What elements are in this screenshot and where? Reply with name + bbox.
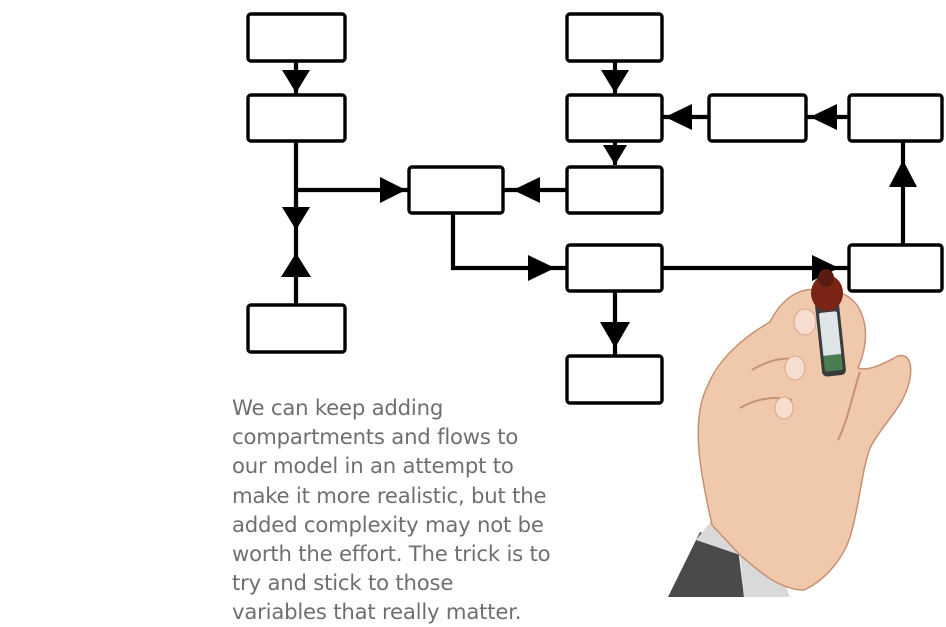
arrow-down-5 — [600, 322, 630, 348]
box-mid-center — [565, 165, 664, 215]
box-right-upper — [847, 93, 944, 143]
thumb-crease — [837, 371, 861, 441]
fingernail-3 — [774, 396, 794, 420]
flowchart-diagram — [246, 12, 944, 597]
arrow-left-1 — [665, 104, 692, 130]
marker-grip — [823, 354, 843, 372]
arrow-right-1 — [380, 177, 406, 203]
arrow-down-2 — [282, 207, 310, 230]
box-mid-top — [565, 12, 664, 63]
box-left-top — [246, 12, 347, 63]
arrow-up-1 — [281, 253, 311, 277]
marker-tip — [818, 269, 834, 287]
hand-with-marker — [668, 269, 912, 597]
caption-text: We can keep adding compartments and flow… — [232, 395, 551, 625]
marker-label — [819, 311, 842, 357]
arrow-left-3 — [513, 177, 540, 203]
arrow-down-4 — [603, 145, 627, 165]
box-center — [407, 165, 505, 215]
arrow-left-2 — [810, 104, 837, 130]
fingernail-1 — [793, 308, 817, 336]
box-mid-upper — [565, 93, 664, 143]
box-right-lower — [847, 243, 944, 293]
arrow-right-2 — [528, 255, 555, 281]
fingernail-2 — [784, 355, 806, 381]
box-right-upper-inner — [707, 93, 808, 143]
box-mid-bottom — [565, 354, 664, 405]
arrow-up-2 — [889, 160, 917, 187]
marker-cap — [811, 275, 843, 311]
hand — [697, 288, 912, 591]
box-left-mid — [246, 93, 347, 143]
box-left-bottom — [246, 303, 347, 354]
flowchart-boxes — [246, 12, 944, 405]
box-mid-lower — [565, 243, 664, 293]
arrow-down-3 — [601, 70, 629, 93]
arrow-down-1 — [282, 70, 310, 93]
